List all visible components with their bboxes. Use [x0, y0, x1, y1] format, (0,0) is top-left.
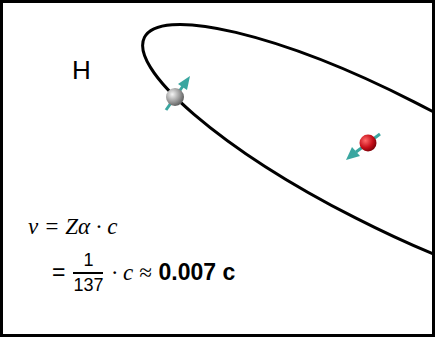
- electron: [166, 88, 184, 106]
- fraction-numerator: 1: [83, 250, 93, 270]
- formula-part-holder: · c ≈ 0.007 c: [111, 259, 235, 286]
- fraction: 1137: [73, 250, 103, 296]
- formula-part-holder: =: [52, 259, 65, 286]
- fraction-denominator: 137: [73, 275, 103, 295]
- nucleus-spin-arrow: [346, 134, 380, 160]
- equals-sign: =: [52, 259, 65, 286]
- denominator-holder: 137: [73, 275, 103, 296]
- nucleus: [360, 135, 377, 152]
- velocity-value: 0.007 c: [159, 259, 236, 286]
- formula-part: · c ≈: [111, 260, 151, 286]
- element-symbol: H: [72, 55, 91, 85]
- fraction-bar: [73, 272, 103, 274]
- label-holder: H: [72, 55, 91, 86]
- formula-line: =1137· c ≈0.007 c: [52, 250, 235, 296]
- electron-orbit: [115, 3, 432, 334]
- formula-line: v = Zα · c: [28, 214, 118, 240]
- electron-spin-arrow: [166, 76, 190, 110]
- velocity-formula: v = Zα · c: [28, 214, 118, 239]
- numerator-holder: 1: [83, 250, 93, 271]
